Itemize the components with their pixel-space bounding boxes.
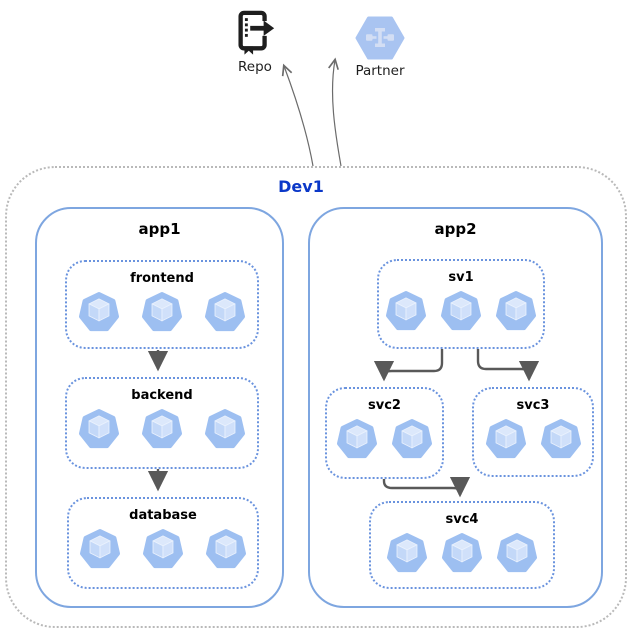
partner-hexagon-icon: [355, 16, 405, 60]
service-database-label: database: [129, 508, 197, 523]
pod-icon: [141, 528, 185, 570]
edge-dev1-repo: [281, 63, 314, 167]
service-svc4-label: svc4: [445, 512, 479, 527]
pod-icon: [494, 290, 538, 332]
node-partner: Partner: [345, 16, 415, 79]
edge-dev1-partner: [328, 57, 342, 167]
pod-group-svc3: [484, 418, 583, 460]
service-sv1: sv1: [377, 259, 545, 349]
service-database: database: [67, 497, 259, 589]
service-svc3: svc3: [472, 387, 594, 477]
pod-group-frontend: [77, 291, 247, 333]
pod-icon: [335, 418, 379, 460]
service-backend-label: backend: [131, 388, 193, 403]
service-backend: backend: [65, 377, 259, 469]
node-repo: Repo: [220, 10, 290, 75]
pod-group-svc4: [385, 532, 539, 574]
pod-group-svc2: [335, 418, 434, 460]
service-svc2: svc2: [325, 387, 444, 479]
dev1-boundary: [5, 166, 627, 628]
repo-icon: [238, 10, 275, 55]
pod-icon: [78, 528, 122, 570]
pod-group-sv1: [384, 290, 538, 332]
pod-icon: [439, 290, 483, 332]
app2-label: app2: [434, 220, 477, 238]
service-svc3-label: svc3: [516, 398, 550, 413]
partner-label: Partner: [355, 63, 405, 79]
pod-icon: [140, 291, 184, 333]
repo-label: Repo: [238, 59, 272, 75]
service-sv1-label: sv1: [448, 270, 474, 285]
pod-icon: [440, 532, 484, 574]
pod-icon: [539, 418, 583, 460]
pod-icon: [77, 408, 121, 450]
service-frontend-label: frontend: [130, 271, 194, 286]
pod-icon: [495, 532, 539, 574]
service-frontend: frontend: [65, 260, 259, 349]
pod-group-backend: [77, 408, 247, 450]
app1-container: app1 frontend backend database: [35, 207, 284, 608]
app1-label: app1: [138, 220, 181, 238]
service-svc2-label: svc2: [368, 398, 401, 413]
pod-group-database: [78, 528, 248, 570]
pod-icon: [77, 291, 121, 333]
service-svc4: svc4: [369, 501, 555, 589]
dev1-label: Dev1: [278, 177, 324, 196]
pod-icon: [140, 408, 184, 450]
pod-icon: [390, 418, 434, 460]
pod-icon: [203, 291, 247, 333]
pod-icon: [484, 418, 528, 460]
app2-container: app2 sv1 svc2 svc3 svc4: [308, 207, 603, 608]
pod-icon: [384, 290, 428, 332]
pod-icon: [203, 408, 247, 450]
pod-icon: [204, 528, 248, 570]
pod-icon: [385, 532, 429, 574]
